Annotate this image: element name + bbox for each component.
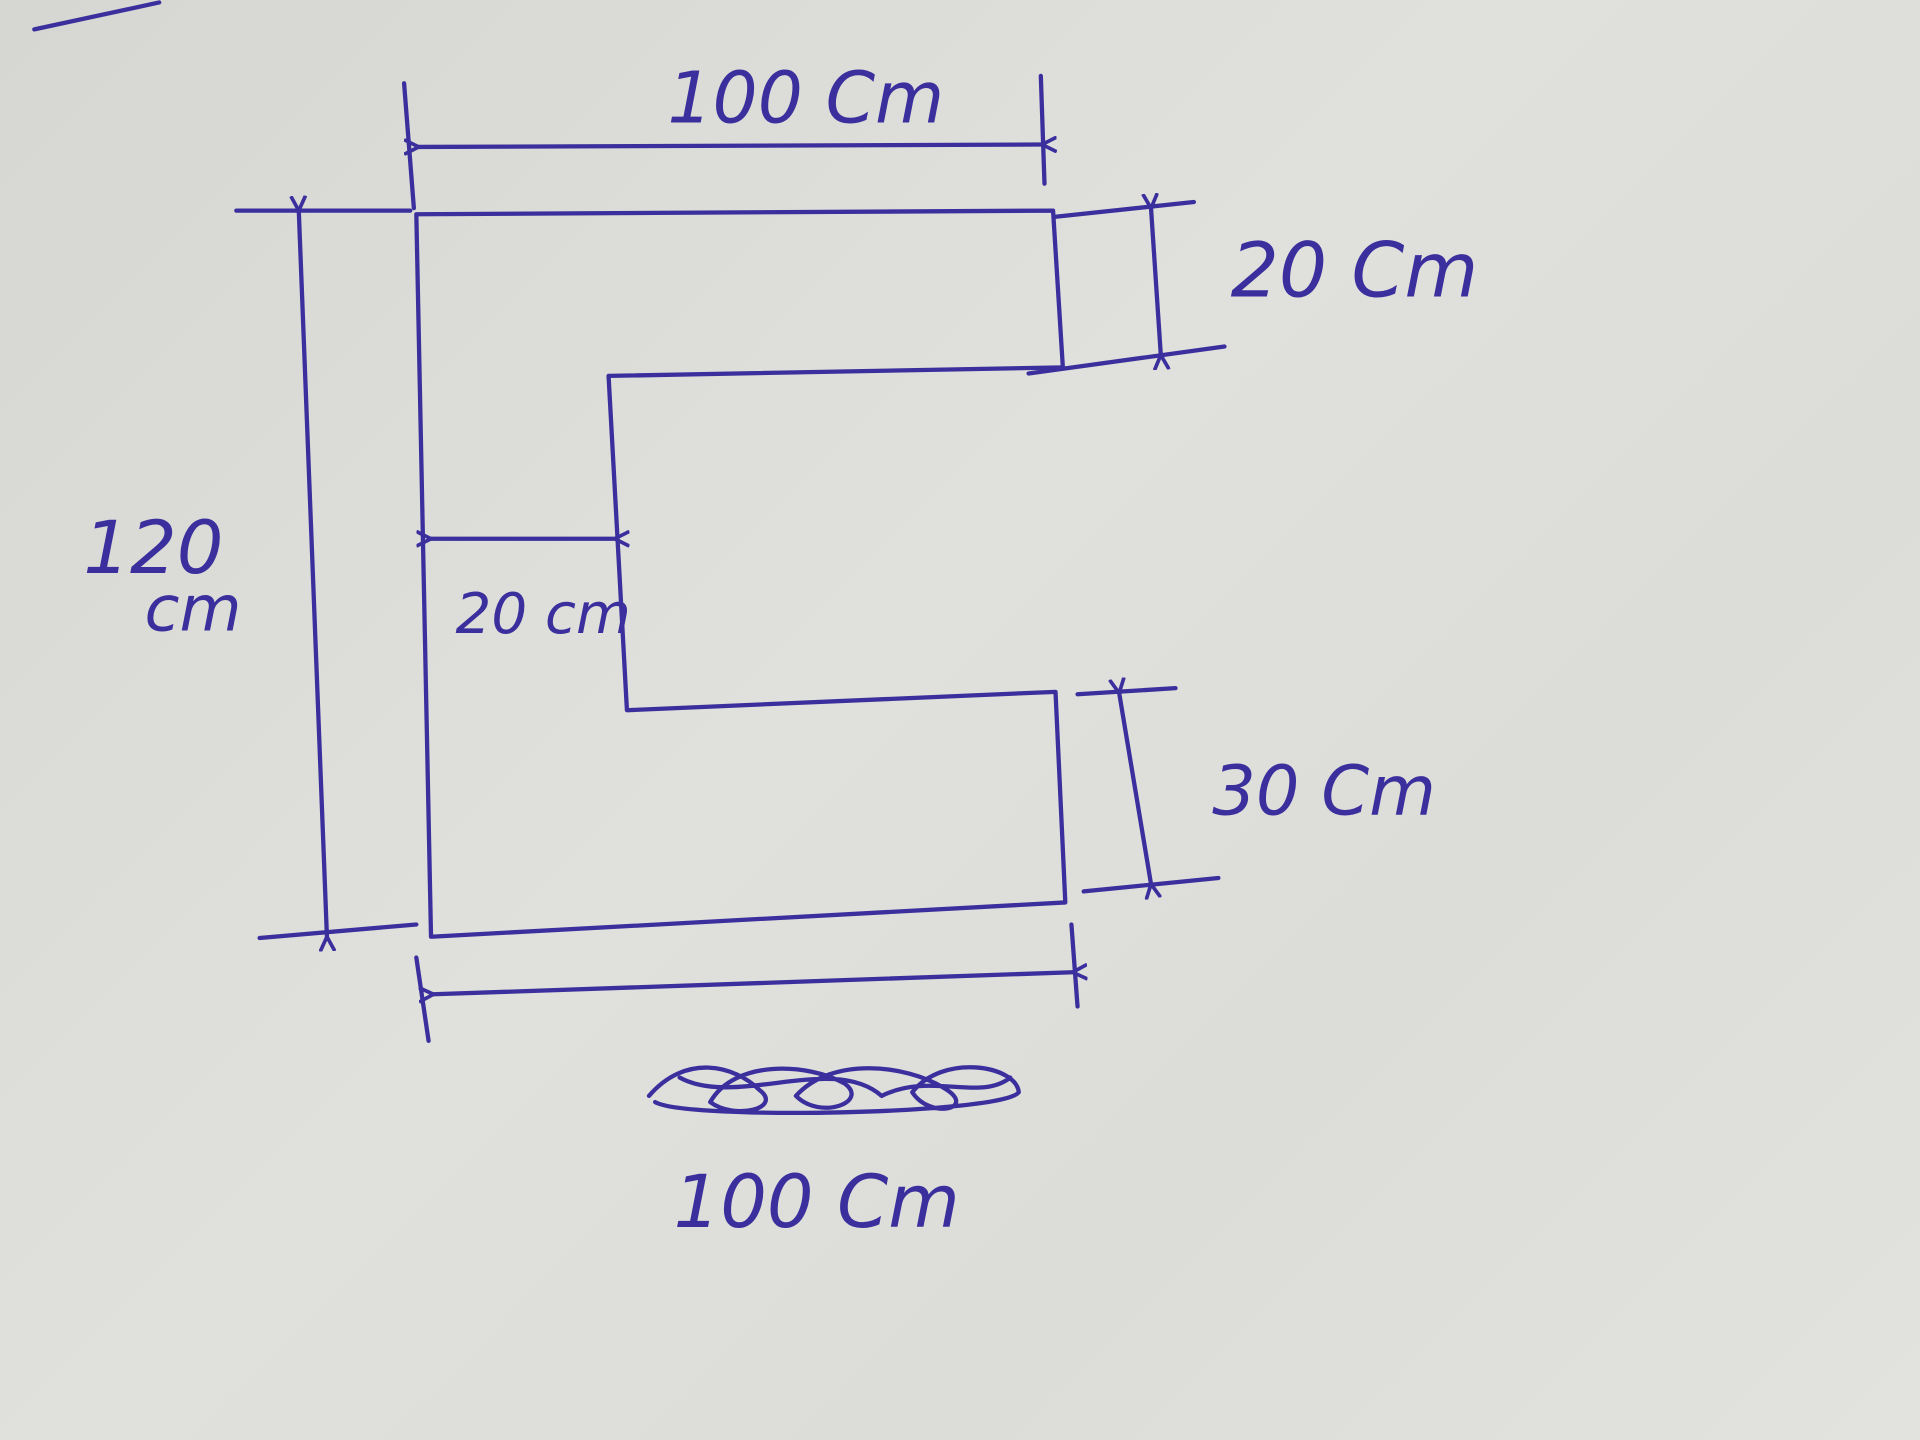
top-width-dimension <box>401 73 1044 211</box>
bottom-width-label: 100 Cm <box>673 1160 959 1245</box>
bottom-arm-label: 30 Cm <box>1212 751 1436 831</box>
stray-pen-mark <box>32 0 162 32</box>
total-height-dimension <box>234 211 419 938</box>
top-arm-dimension <box>1026 202 1227 376</box>
total-height-unit-label: cm <box>144 573 241 647</box>
total-height-label: 120 <box>83 506 223 591</box>
top-width-label: 100 Cm <box>667 56 944 139</box>
c-shape-outline <box>414 208 1068 939</box>
bottom-arm-dimension <box>1075 688 1221 891</box>
spine-width-label: 20 cm <box>456 582 631 647</box>
scribbled-out-text <box>646 1065 1021 1116</box>
top-arm-label: 20 Cm <box>1231 226 1479 314</box>
bottom-width-dimension <box>414 922 1077 1043</box>
